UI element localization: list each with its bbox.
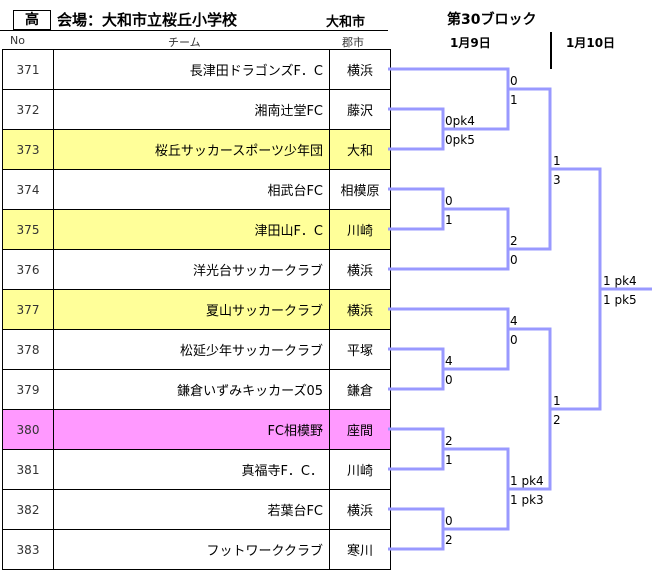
block-title: 第30ブロック (447, 12, 537, 28)
score-label: 2 (445, 434, 453, 448)
team-name: 相武台FC (53, 169, 330, 210)
host-city: 大和市 (326, 15, 366, 30)
team-city: 座間 (329, 409, 391, 450)
team-number: 381 (2, 449, 54, 490)
team-number: 379 (2, 369, 54, 410)
team-name: 長津田ドラゴンズF．C (53, 49, 330, 90)
score-label: 1 (553, 154, 561, 168)
score-label: 0 (445, 373, 453, 387)
team-number: 375 (2, 209, 54, 250)
team-number: 373 (2, 129, 54, 170)
team-city: 横浜 (329, 489, 391, 530)
team-city: 相模原 (329, 169, 391, 210)
team-city: 寒川 (329, 529, 391, 570)
team-city: 平塚 (329, 329, 391, 370)
team-name: フットワーククラブ (53, 529, 330, 570)
team-name: 津田山F．C (53, 209, 330, 250)
column-header-city: 郡市 (342, 36, 364, 49)
team-number: 372 (2, 89, 54, 130)
title-divider (0, 30, 388, 31)
score-label: 1 pk4 (603, 274, 637, 288)
score-label: 1 (510, 93, 518, 107)
bracket-lines (388, 67, 652, 551)
score-label: 0 (510, 74, 518, 88)
score-label: 1 pk4 (510, 474, 544, 488)
score-label: 2 (445, 533, 453, 547)
team-number: 382 (2, 489, 54, 530)
team-name: 桜丘サッカースポーツ少年団 (53, 129, 330, 170)
score-label: 2 (510, 234, 518, 248)
score-label: 2 (553, 413, 561, 427)
score-label: 0pk5 (445, 133, 475, 147)
team-number: 380 (2, 409, 54, 450)
team-number: 377 (2, 289, 54, 330)
score-label: 1 (553, 394, 561, 408)
score-label: 0 (445, 514, 453, 528)
day1-label: 1月9日 (450, 36, 491, 50)
score-label: 1 (445, 213, 453, 227)
day2-label: 1月10日 (566, 36, 616, 50)
score-label: 1 pk3 (510, 493, 544, 507)
score-label: 0 (510, 253, 518, 267)
team-name: 湘南辻堂FC (53, 89, 330, 130)
day-divider (550, 32, 552, 69)
score-label: 1 (445, 453, 453, 467)
venue-title: 会場：大和市立桜丘小学校 (57, 11, 238, 29)
score-label: 4 (445, 354, 453, 368)
team-city: 鎌倉 (329, 369, 391, 410)
column-header-team: チーム (168, 36, 201, 49)
score-label: 0pk4 (445, 114, 475, 128)
team-city: 横浜 (329, 49, 391, 90)
team-name: 若葉台FC (53, 489, 330, 530)
score-label: 0 (445, 194, 453, 208)
score-label: 3 (553, 173, 561, 187)
grade-label: 高 (13, 10, 51, 30)
score-label: 0 (510, 333, 518, 347)
team-name: 夏山サッカークラブ (53, 289, 330, 330)
team-number: 374 (2, 169, 54, 210)
team-name: 真福寺F．C． (53, 449, 330, 490)
team-name: FC相模野 (53, 409, 330, 450)
column-header-no: No (10, 34, 25, 47)
team-name: 松延少年サッカークラブ (53, 329, 330, 370)
team-name: 鎌倉いずみキッカーズ05 (53, 369, 330, 410)
score-label: 1 pk5 (603, 293, 637, 307)
team-number: 376 (2, 249, 54, 290)
team-city: 横浜 (329, 289, 391, 330)
team-number: 383 (2, 529, 54, 570)
score-label: 4 (510, 314, 518, 328)
